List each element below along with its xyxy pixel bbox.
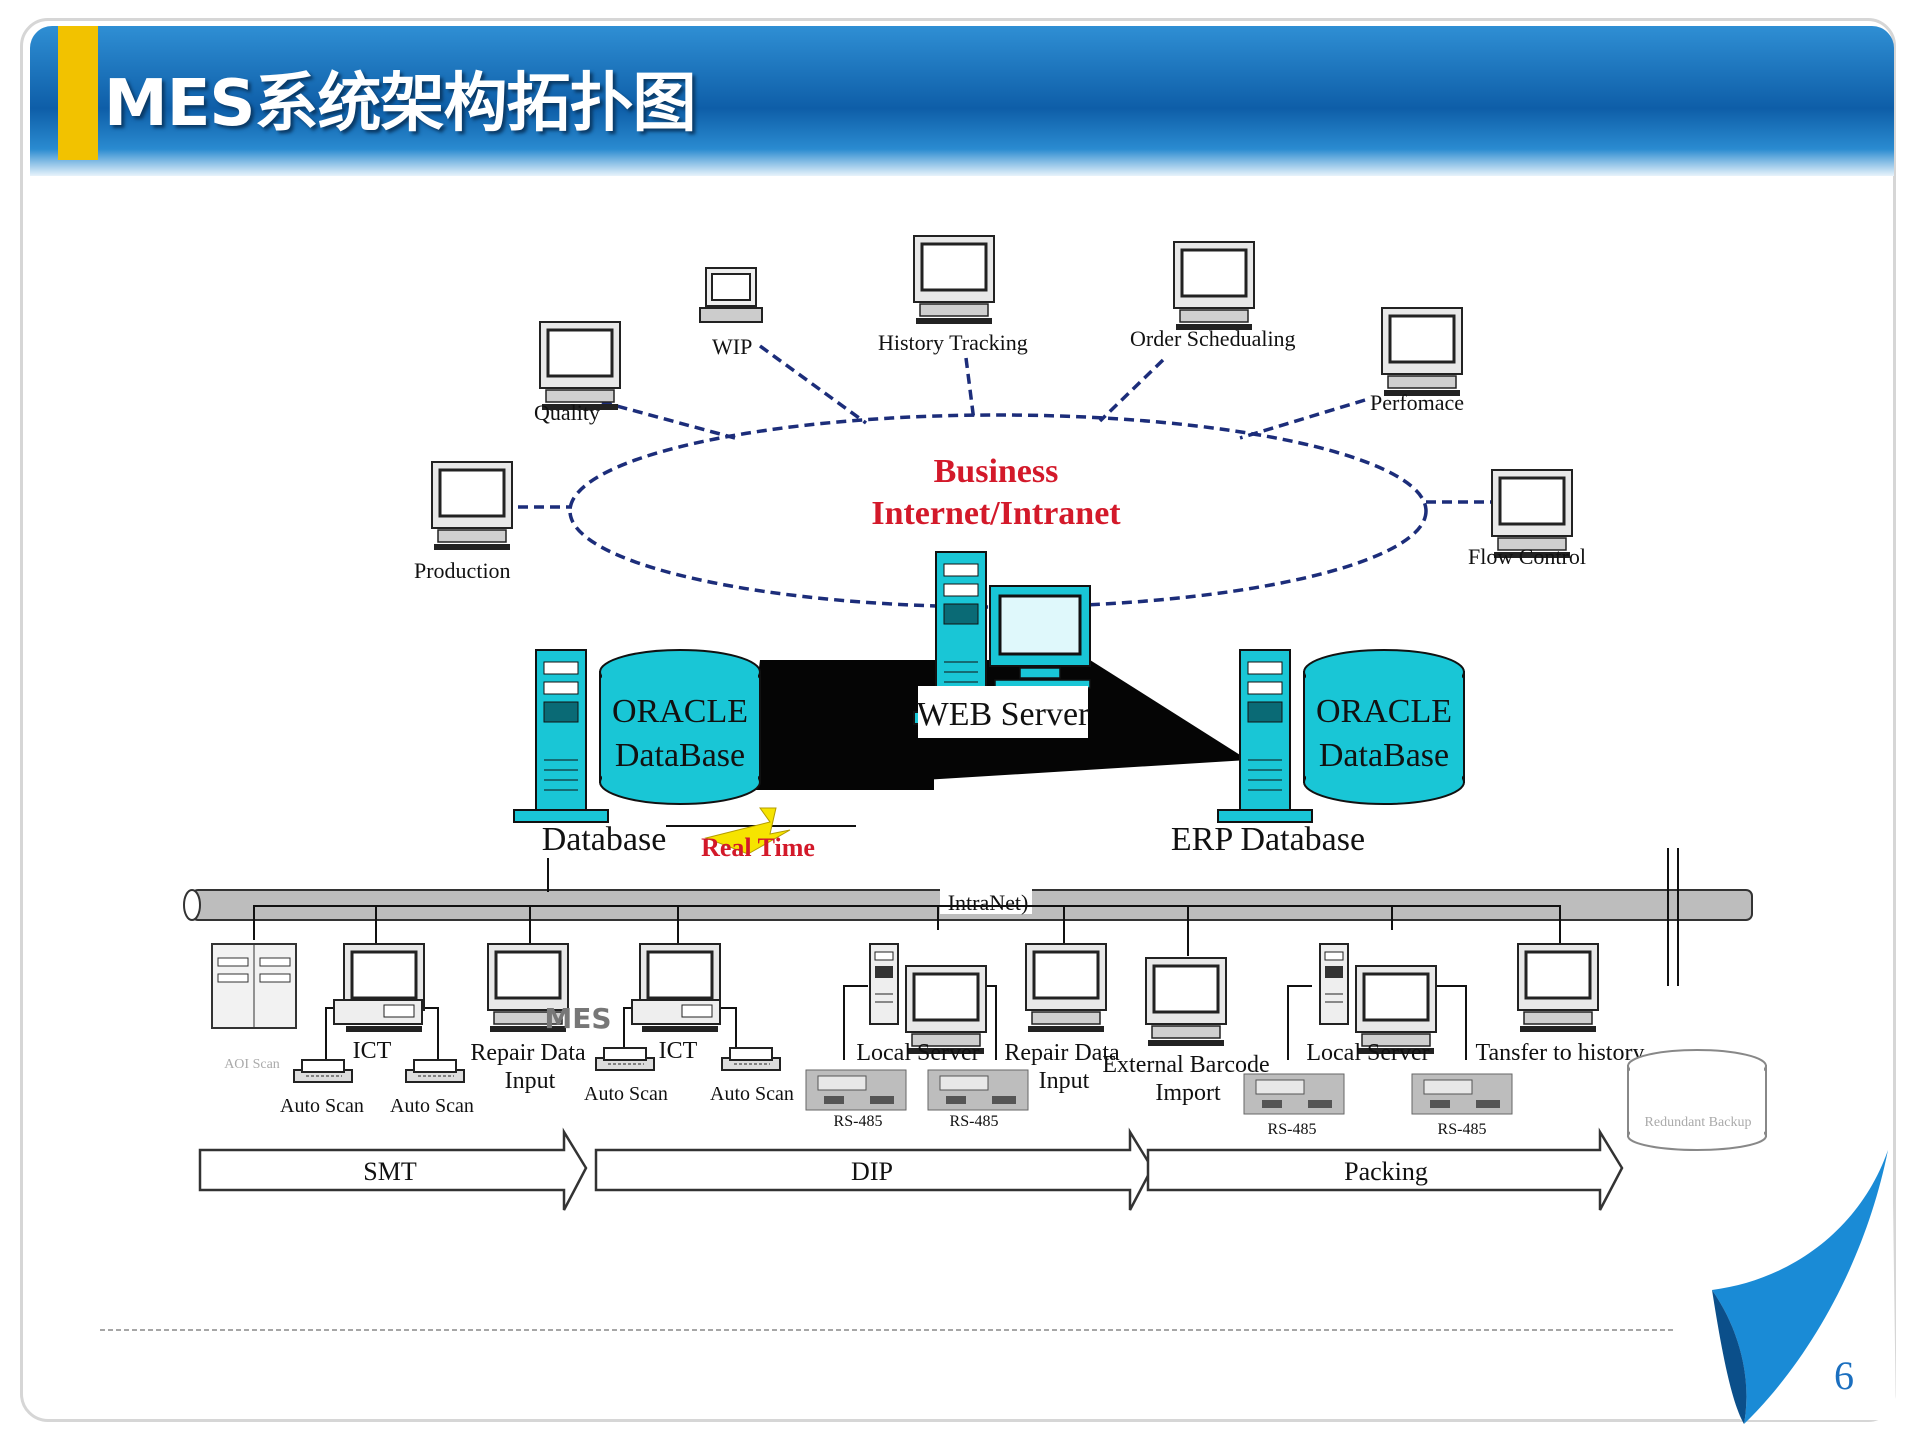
rs485-device-1-icon — [805, 1069, 907, 1111]
auto-scan-3-icon — [595, 1047, 655, 1071]
external-barcode-computer-icon — [1144, 956, 1228, 1048]
external-barcode-label-2: Import — [1155, 1080, 1221, 1106]
node-label-flow-control: Flow Control — [1468, 544, 1586, 569]
repair-data-1-label-2: Input — [505, 1068, 556, 1094]
repair-data-1-label-1: Repair Data — [470, 1040, 586, 1066]
db-left-tower-icon — [513, 649, 609, 823]
intranet-label: IntraNet) — [948, 890, 1029, 915]
slide-title: MES系统架构拓扑图 — [104, 67, 696, 141]
rs485-1-label: RS-485 — [834, 1113, 883, 1130]
rs485-device-3-icon — [1243, 1073, 1345, 1115]
repair-data-2-computer-icon — [1024, 942, 1108, 1034]
node-label-order-scheduling: Order Schedualing — [1130, 326, 1296, 351]
backup-label: Redundant Backup — [1645, 1115, 1752, 1130]
rs485-device-4-icon — [1411, 1073, 1513, 1115]
db-left-label-1: ORACLE — [612, 693, 748, 730]
node-label-performance: Perfomace — [1370, 390, 1464, 415]
page-curl-decoration — [1712, 1130, 1896, 1424]
repair-data-2-label-2: Input — [1039, 1068, 1090, 1094]
aoi-scan-label: AOI Scan — [224, 1057, 280, 1072]
realtime-label: Real Time — [701, 833, 815, 862]
lightning-icon — [666, 807, 856, 855]
auto-scan-2-icon — [405, 1059, 465, 1083]
auto-scan-2-label: Auto Scan — [390, 1095, 474, 1117]
stage-arrows — [198, 1127, 1624, 1211]
auto-scan-1-icon — [293, 1059, 353, 1083]
rs485-3-label: RS-485 — [1268, 1121, 1317, 1138]
db-right-label-1: ORACLE — [1316, 693, 1452, 730]
transfer-history-computer-icon — [1516, 942, 1600, 1034]
db-left-cylinder-icon — [599, 649, 761, 805]
rs485-2-label: RS-485 — [950, 1113, 999, 1130]
wip-laptop-icon — [699, 267, 763, 323]
db-left-label-2: DataBase — [615, 737, 745, 774]
db-right-label-2: DataBase — [1319, 737, 1449, 774]
node-label-wip: WIP — [712, 334, 752, 359]
stage-dip-label: DIP — [851, 1157, 893, 1186]
local-server-1-label: Local Server — [856, 1040, 979, 1066]
web-server-label-box — [918, 686, 1088, 738]
ict1-label: ICT — [353, 1038, 392, 1064]
local-server-1-tower-icon — [869, 943, 899, 1025]
web-server-label: WEB Server — [917, 696, 1090, 733]
performance-computer-icon — [1380, 306, 1464, 398]
db-right-caption: ERP Database — [1171, 821, 1365, 858]
node-label-quality: Quality — [534, 400, 600, 425]
db-right-tower-icon — [1217, 649, 1313, 823]
aoi-scan-device-icon — [211, 943, 297, 1029]
center-label-internet: Internet/Intranet — [871, 495, 1121, 532]
production-computer-icon — [430, 460, 514, 552]
auto-scan-1-label: Auto Scan — [280, 1095, 364, 1117]
backup-storage-icon — [1627, 1049, 1767, 1151]
local-server-2-tower-icon — [1319, 943, 1349, 1025]
stage-smt-label: SMT — [363, 1157, 417, 1186]
rs485-4-label: RS-485 — [1438, 1121, 1487, 1138]
title-accent — [58, 26, 98, 160]
node-label-production: Production — [414, 558, 511, 583]
title-bar — [30, 26, 1894, 176]
history-tracking-computer-icon — [912, 234, 996, 326]
repair-data-2-label-1: Repair Data — [1004, 1040, 1120, 1066]
ict1-unit-icon — [333, 999, 423, 1025]
network-links — [502, 344, 1495, 509]
quality-computer-icon — [538, 320, 622, 412]
db-left-caption: Database — [542, 821, 667, 858]
transfer-history-label: Tansfer to history — [1476, 1040, 1645, 1066]
page-number: 6 — [1834, 1353, 1854, 1398]
auto-scan-3-label: Auto Scan — [584, 1083, 668, 1105]
mes-watermark: MES — [544, 1002, 611, 1035]
center-label-business: Business — [934, 453, 1059, 490]
db-right-cylinder-icon — [1303, 649, 1465, 805]
order-scheduling-computer-icon — [1172, 240, 1256, 332]
auto-scan-4-label: Auto Scan — [710, 1083, 794, 1105]
node-label-history-tracking: History Tracking — [878, 330, 1028, 355]
ict2-unit-icon — [631, 999, 721, 1025]
ict2-label: ICT — [659, 1038, 698, 1064]
external-barcode-label-1: External Barcode — [1102, 1052, 1269, 1078]
rs485-device-2-icon — [927, 1069, 1029, 1111]
auto-scan-4-icon — [721, 1047, 781, 1071]
stage-packing-label: Packing — [1344, 1157, 1428, 1186]
local-server-2-label: Local Server — [1306, 1040, 1429, 1066]
